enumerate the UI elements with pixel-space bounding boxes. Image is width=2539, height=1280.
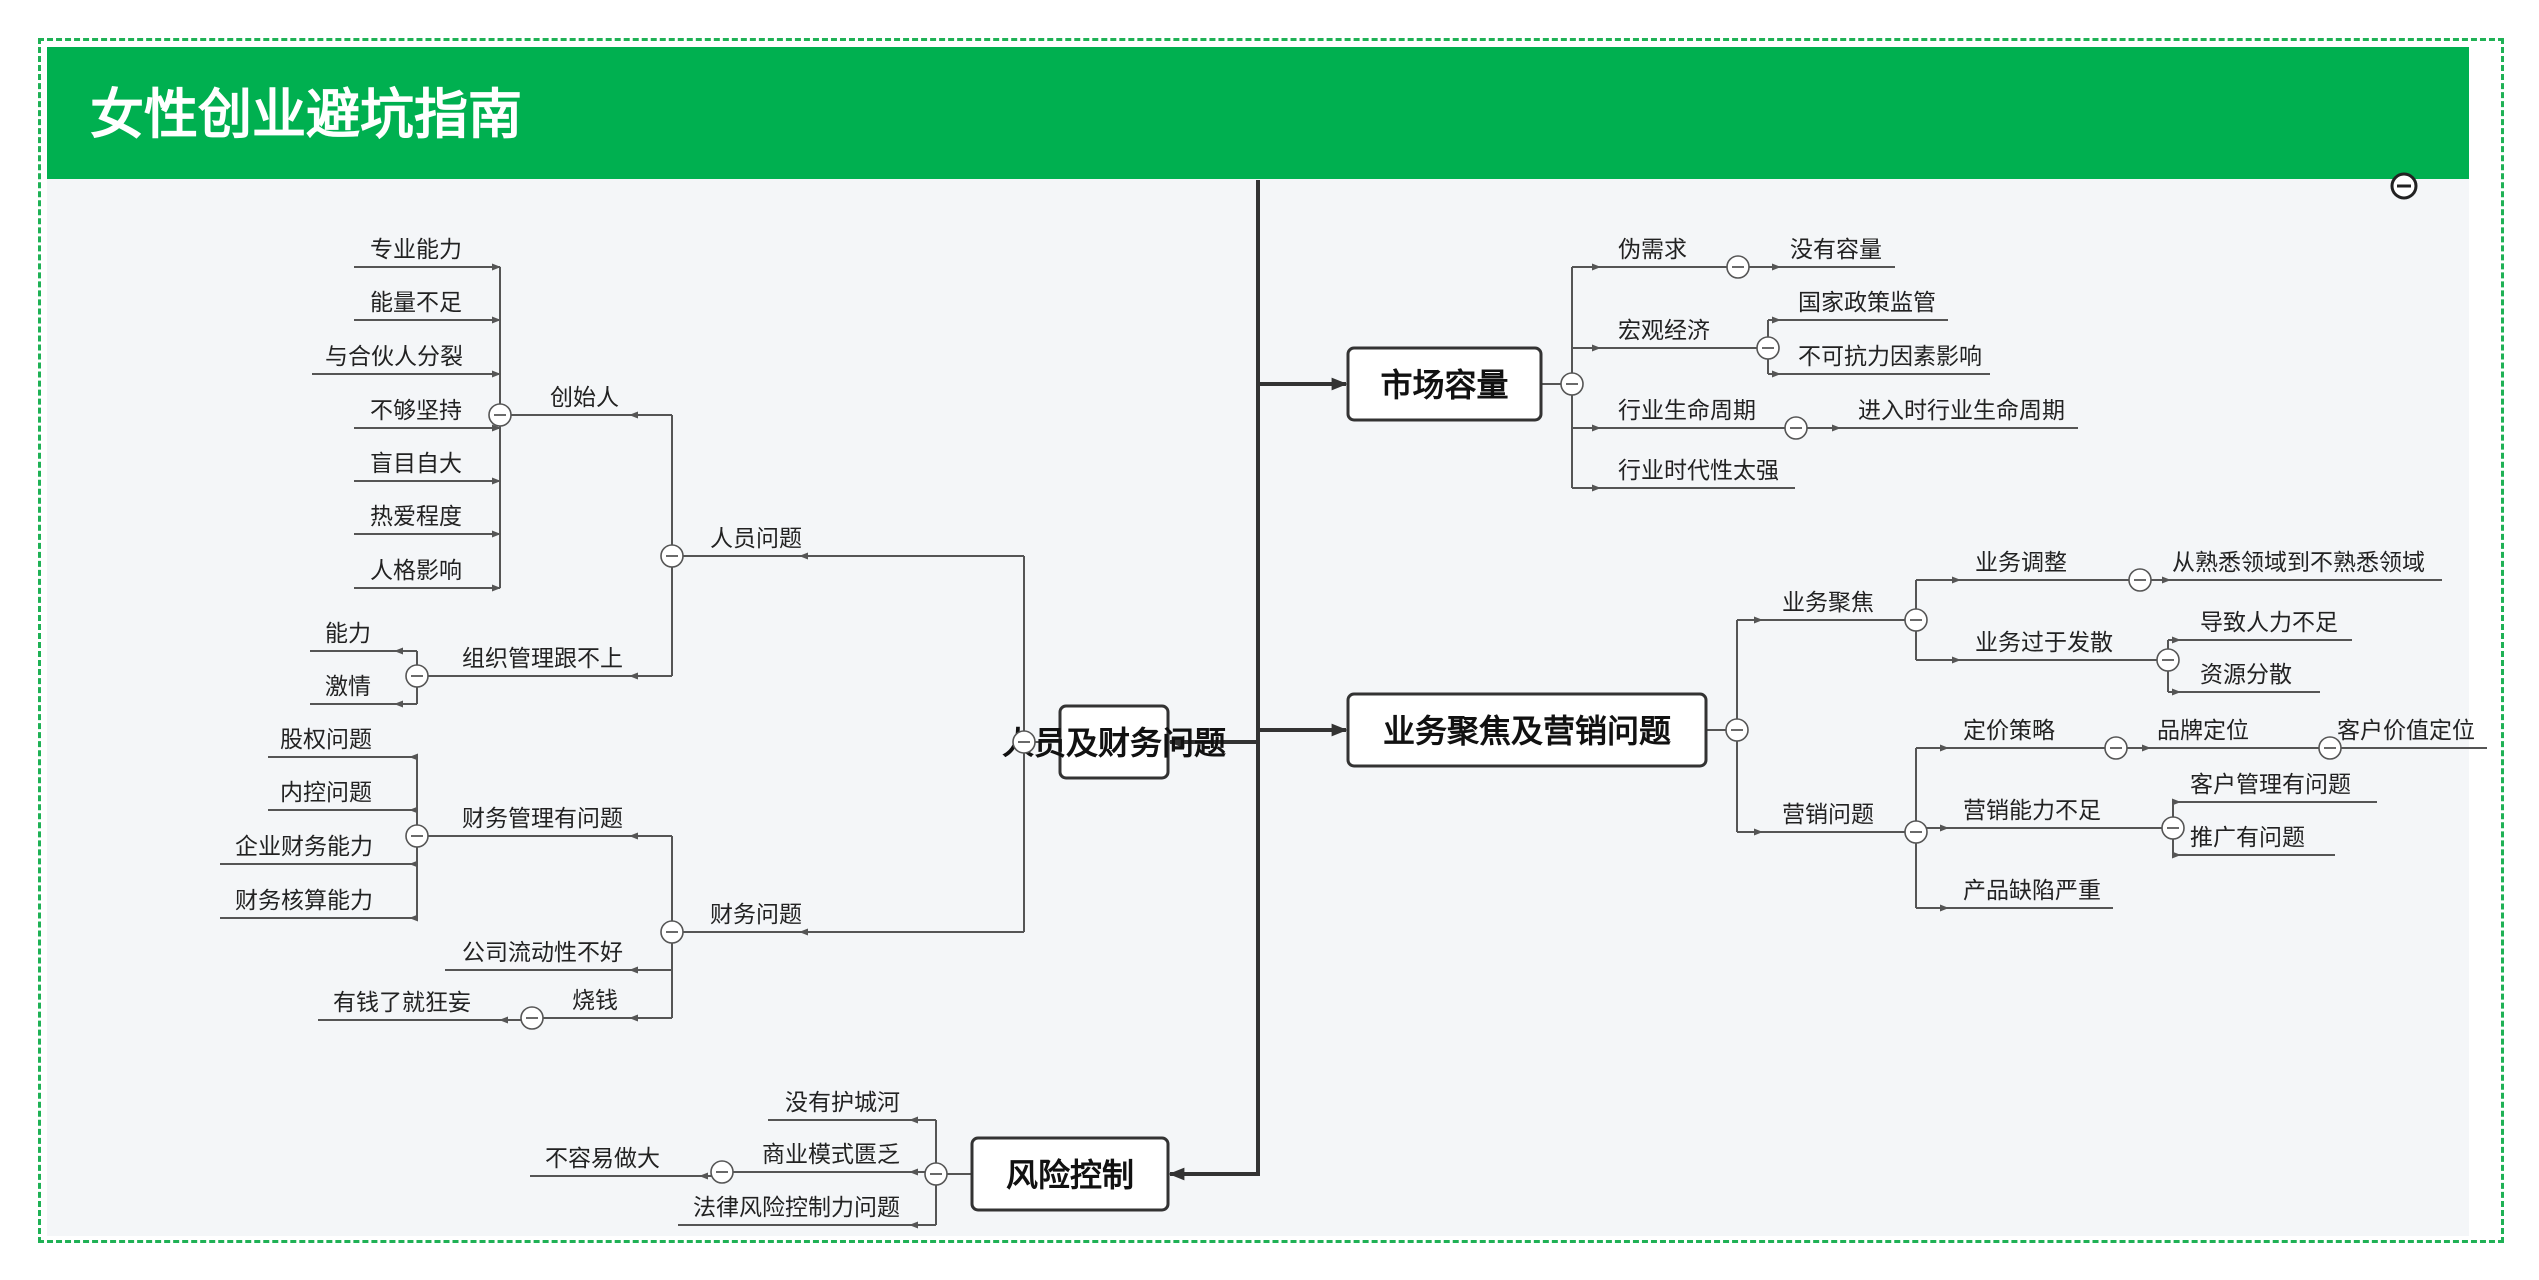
node-label[interactable]: 能力 xyxy=(325,621,371,647)
collapse-toggle-icon[interactable] xyxy=(1756,336,1780,360)
node-label[interactable]: 导致人力不足 xyxy=(2200,610,2338,636)
node-label[interactable]: 行业时代性太强 xyxy=(1618,458,1779,484)
title-bar xyxy=(47,47,2469,179)
node-label[interactable]: 营销能力不足 xyxy=(1963,798,2101,824)
collapse-toggle-icon[interactable] xyxy=(1560,372,1584,396)
topic-box-label: 人员及财务问题 xyxy=(1002,724,1226,762)
node-label[interactable]: 客户管理有问题 xyxy=(2190,772,2351,798)
collapse-toggle-icon[interactable] xyxy=(2156,648,2180,672)
node-label[interactable]: 伪需求 xyxy=(1618,237,1687,263)
node-label[interactable]: 法律风险控制力问题 xyxy=(693,1195,900,1221)
collapse-toggle-icon[interactable] xyxy=(924,1162,948,1186)
node-label[interactable]: 推广有问题 xyxy=(2190,825,2305,851)
collapse-toggle-icon[interactable] xyxy=(2318,736,2342,760)
collapse-toggle-icon[interactable] xyxy=(1904,820,1928,844)
collapse-toggle-icon[interactable] xyxy=(520,1006,544,1030)
node-label[interactable]: 定价策略 xyxy=(1963,718,2055,744)
collapse-toggle-icon[interactable] xyxy=(405,664,429,688)
collapse-toggle-icon[interactable] xyxy=(1725,718,1749,742)
node-label[interactable]: 专业能力 xyxy=(370,237,462,263)
collapse-toggle-icon[interactable] xyxy=(2128,568,2152,592)
node-label[interactable]: 内控问题 xyxy=(280,780,372,806)
node-label[interactable]: 财务核算能力 xyxy=(235,888,373,914)
node-label[interactable]: 从熟悉领域到不熟悉领域 xyxy=(2172,550,2425,576)
topic-box[interactable] xyxy=(1346,692,1708,768)
collapse-toggle-icon[interactable] xyxy=(660,544,684,568)
topic-box[interactable] xyxy=(1058,704,1170,780)
collapse-toggle-icon[interactable] xyxy=(660,920,684,944)
node-label[interactable]: 客户价值定位 xyxy=(2337,718,2475,744)
collapse-toggle-icon[interactable] xyxy=(1726,255,1750,279)
node-label[interactable]: 烧钱 xyxy=(572,988,618,1014)
node-label[interactable]: 不容易做大 xyxy=(545,1146,660,1172)
topic-box[interactable] xyxy=(970,1136,1170,1212)
node-label[interactable]: 没有护城河 xyxy=(785,1090,900,1116)
node-label[interactable]: 财务管理有问题 xyxy=(462,806,623,832)
topic-box[interactable] xyxy=(1346,346,1543,422)
node-label[interactable]: 不可抗力因素影响 xyxy=(1798,344,1982,370)
node-label[interactable]: 财务问题 xyxy=(710,902,802,928)
node-label[interactable]: 宏观经济 xyxy=(1618,318,1710,344)
collapse-toggle-icon[interactable] xyxy=(710,1160,734,1184)
node-label[interactable]: 股权问题 xyxy=(280,727,372,753)
node-label[interactable]: 营销问题 xyxy=(1782,802,1874,828)
node-label[interactable]: 创始人 xyxy=(550,385,619,411)
collapse-toggle-icon[interactable] xyxy=(405,824,429,848)
node-label[interactable]: 不够坚持 xyxy=(370,398,462,424)
collapse-toggle-icon[interactable] xyxy=(1784,416,1808,440)
node-label[interactable]: 能量不足 xyxy=(370,290,462,316)
node-label[interactable]: 企业财务能力 xyxy=(235,834,373,860)
collapse-all-icon[interactable] xyxy=(2390,172,2418,200)
node-label[interactable]: 与合伙人分裂 xyxy=(325,344,463,370)
collapse-toggle-icon[interactable] xyxy=(2104,736,2128,760)
node-label[interactable]: 盲目自大 xyxy=(370,451,462,477)
node-label[interactable]: 热爱程度 xyxy=(370,504,462,530)
topic-box-label: 市场容量 xyxy=(1380,366,1508,404)
node-label[interactable]: 人员问题 xyxy=(710,526,802,552)
node-label[interactable]: 产品缺陷严重 xyxy=(1963,878,2101,904)
node-label[interactable]: 人格影响 xyxy=(370,558,462,584)
collapse-toggle-icon[interactable] xyxy=(2161,816,2185,840)
node-label[interactable]: 激情 xyxy=(325,674,371,700)
node-label[interactable]: 商业模式匮乏 xyxy=(762,1142,900,1168)
collapse-toggle-icon[interactable] xyxy=(1012,730,1036,754)
node-label[interactable]: 品牌定位 xyxy=(2157,718,2249,744)
node-label[interactable]: 资源分散 xyxy=(2200,662,2292,688)
node-label[interactable]: 组织管理跟不上 xyxy=(462,646,623,672)
node-label[interactable]: 业务调整 xyxy=(1975,550,2067,576)
node-label[interactable]: 公司流动性不好 xyxy=(462,940,623,966)
topic-box-label: 风险控制 xyxy=(1006,1156,1134,1194)
page-title: 女性创业避坑指南 xyxy=(90,83,522,146)
node-label[interactable]: 进入时行业生命周期 xyxy=(1858,398,2065,424)
topic-box-label: 业务聚焦及营销问题 xyxy=(1383,712,1671,750)
node-label[interactable]: 有钱了就狂妄 xyxy=(333,990,471,1016)
node-label[interactable]: 业务聚焦 xyxy=(1782,590,1874,616)
collapse-toggle-icon[interactable] xyxy=(488,403,512,427)
collapse-toggle-icon[interactable] xyxy=(1904,608,1928,632)
node-label[interactable]: 行业生命周期 xyxy=(1618,398,1756,424)
node-label[interactable]: 业务过于发散 xyxy=(1975,630,2113,656)
node-label[interactable]: 没有容量 xyxy=(1790,237,1882,263)
node-label[interactable]: 国家政策监管 xyxy=(1798,290,1936,316)
